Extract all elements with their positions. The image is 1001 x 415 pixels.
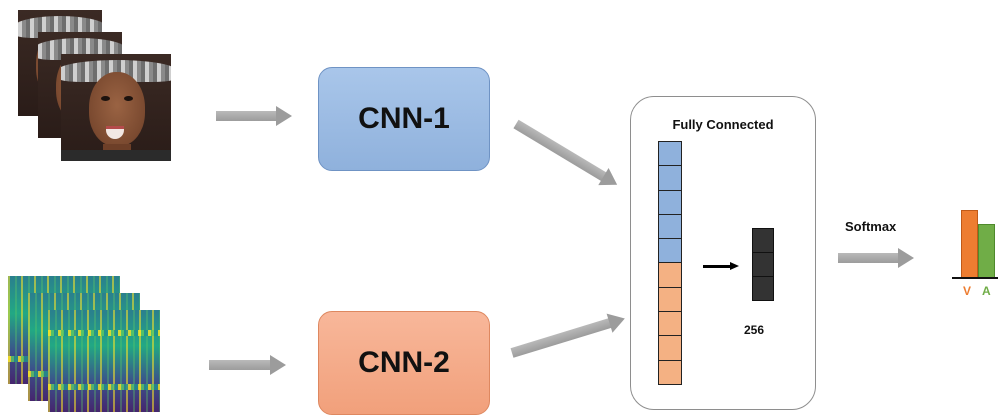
spectrogram-front: [48, 310, 160, 412]
feature-cell-cnn1: [658, 214, 682, 240]
feature-cell-cnn2: [658, 336, 682, 361]
output-baseline: [952, 277, 998, 279]
feature-cell-cnn2: [658, 287, 682, 313]
output-label-valence: V: [963, 284, 972, 298]
cnn1-label: CNN-1: [358, 102, 450, 135]
feature-cell-cnn1: [658, 239, 682, 264]
output-bar-valence: [961, 210, 978, 278]
arrow-faces-to-cnn1: [216, 106, 292, 126]
dense-cell: [752, 253, 774, 277]
arrow-cnn2-to-fc: [509, 308, 628, 363]
face-image-stack: [18, 10, 178, 164]
face-frame-front: [61, 54, 171, 161]
arrow-fc-to-softmax: [838, 248, 914, 268]
fully-connected-title: Fully Connected: [672, 117, 774, 132]
feature-cell-cnn2: [658, 360, 682, 385]
dense-cell: [752, 228, 774, 253]
arrow-spectrogram-to-cnn2: [209, 355, 286, 375]
dense-layer: [752, 228, 774, 301]
feature-cell-cnn1: [658, 141, 682, 167]
feature-cell-cnn2: [658, 263, 682, 288]
arrow-to-dense-layer: [703, 262, 739, 272]
output-label-arousal: A: [982, 284, 991, 298]
cnn1-box: CNN-1: [318, 67, 490, 171]
output-bar-arousal: [978, 224, 995, 278]
cnn2-label: CNN-2: [358, 346, 450, 379]
concatenated-feature-vector: [658, 141, 682, 385]
spectrogram-stack: [8, 276, 168, 412]
feature-cell-cnn2: [658, 312, 682, 337]
feature-cell-cnn1: [658, 190, 682, 215]
dense-units-label: 256: [744, 323, 765, 337]
output-bar-chart: V A: [950, 200, 1000, 298]
feature-cell-cnn1: [658, 166, 682, 191]
fully-connected-panel: Fully Connected 256: [630, 96, 816, 410]
arrow-cnn1-to-fc: [511, 115, 623, 194]
cnn2-box: CNN-2: [318, 311, 490, 415]
dense-cell: [752, 277, 774, 301]
softmax-label: Softmax: [845, 219, 897, 234]
